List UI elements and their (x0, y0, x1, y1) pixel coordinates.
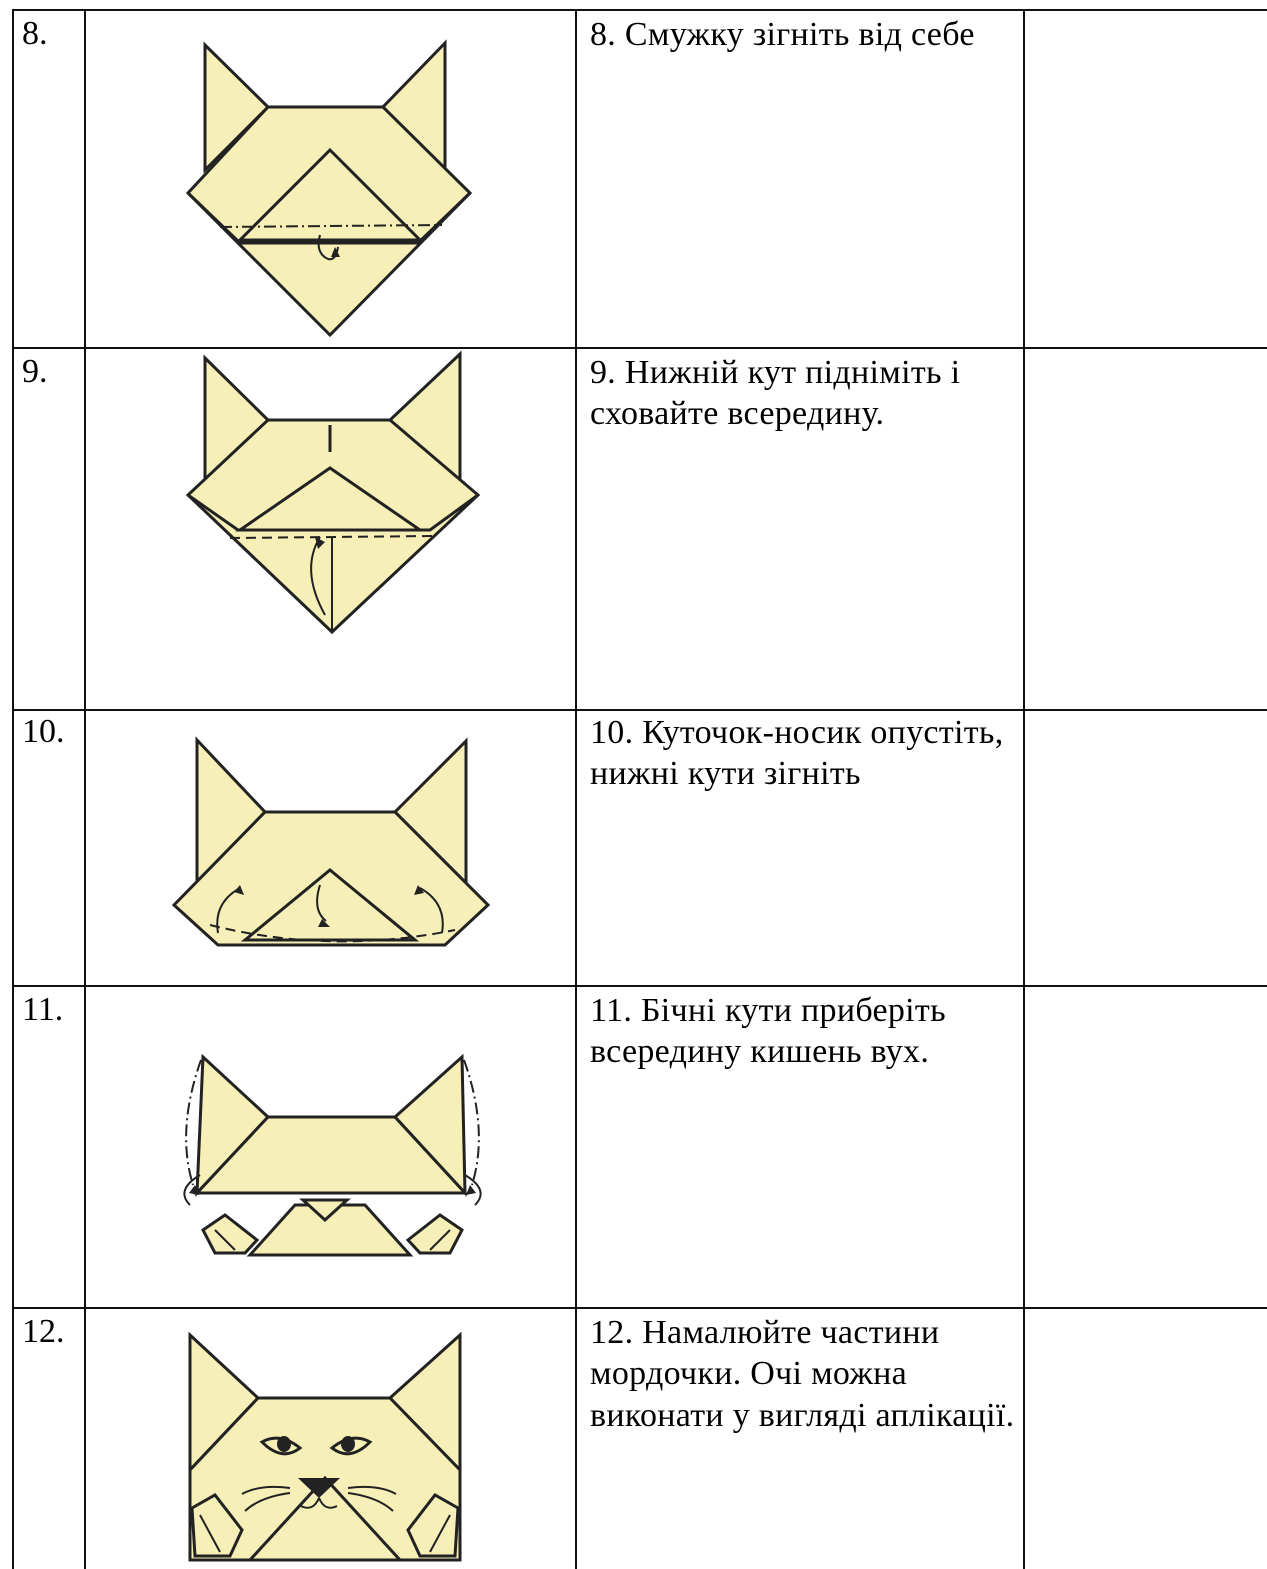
step-number: 12. (22, 1312, 82, 1353)
step-10-diagram (170, 735, 500, 955)
table-border (1023, 9, 1025, 1569)
step-8-diagram (180, 35, 480, 340)
table-border (12, 9, 14, 1569)
step-instruction: 12. Намалюйте частини мордочки. Очі можн… (590, 1312, 1020, 1436)
step-instruction: 10. Куточок-носик опустіть, нижні кути з… (590, 712, 1020, 795)
step-instruction: 9. Нижній кут підніміть і сховайте всере… (590, 352, 1020, 435)
step-instruction: 8. Смужку зігніть від себе (590, 14, 1020, 55)
step-number: 8. (22, 14, 82, 55)
step-9-diagram (180, 350, 490, 640)
table-border (84, 9, 86, 1569)
step-number: 9. (22, 352, 82, 393)
step-12-diagram (180, 1330, 480, 1566)
table-border (12, 347, 1267, 349)
table-border (12, 9, 1267, 11)
table-border (12, 1307, 1267, 1309)
table-border (12, 709, 1267, 711)
step-11-diagram (165, 1045, 500, 1260)
step-number: 11. (22, 990, 82, 1031)
table-border (575, 9, 577, 1569)
step-instruction: 11. Бічні кути приберіть всередину кишен… (590, 990, 1020, 1073)
table-border (12, 985, 1267, 987)
step-number: 10. (22, 712, 82, 753)
